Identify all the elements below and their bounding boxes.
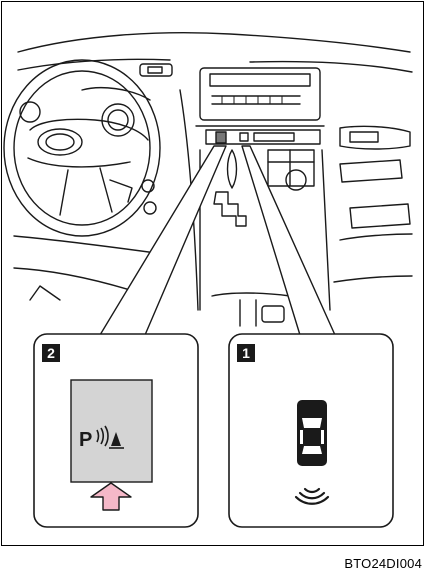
steering-wheel bbox=[4, 60, 160, 236]
figure-code: BTO24DI004 bbox=[344, 556, 422, 571]
parking-sensor-p-glyph: P bbox=[79, 429, 92, 451]
audio-head-unit bbox=[200, 68, 320, 120]
callout-number-2: 2 bbox=[42, 344, 60, 362]
callout-number-1: 1 bbox=[237, 344, 255, 362]
steering-hub-emblem bbox=[38, 129, 82, 155]
vehicle-top-view-icon bbox=[297, 400, 327, 466]
dashboard-top-line bbox=[18, 33, 410, 52]
left-air-vent bbox=[140, 64, 172, 76]
shift-lever bbox=[228, 150, 237, 188]
callout-2-leader bbox=[100, 146, 226, 335]
